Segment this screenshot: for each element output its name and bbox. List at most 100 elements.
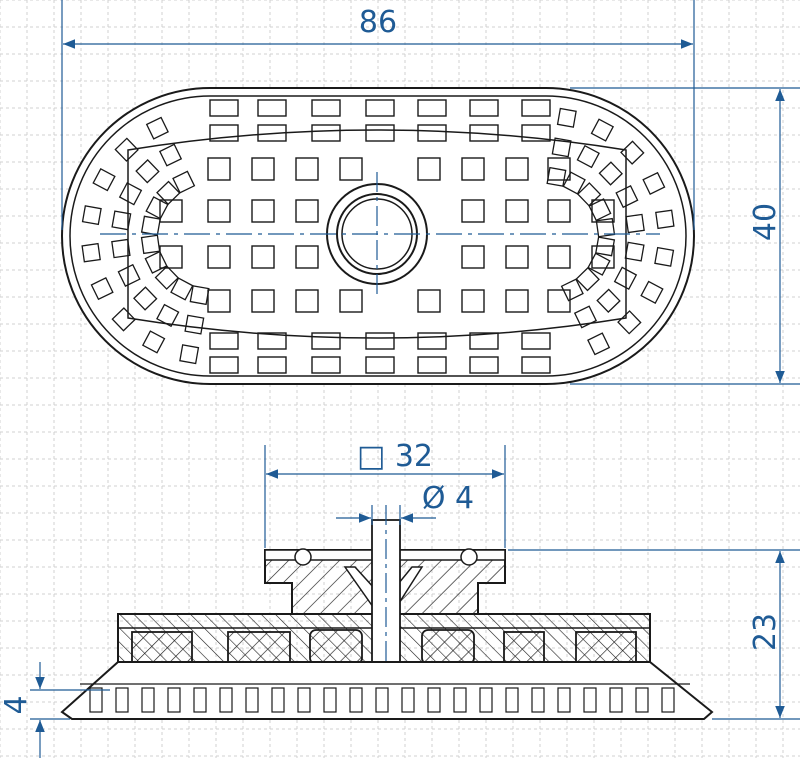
dimension-height-top: 40 [570, 87, 800, 385]
radial-cell [625, 213, 645, 234]
suction-cell [505, 289, 529, 313]
suction-cell [521, 332, 551, 350]
radial-cell [562, 171, 586, 195]
suction-cell [469, 332, 499, 350]
suction-cell [521, 356, 551, 374]
radial-cell [620, 140, 645, 165]
lip-cell [89, 687, 103, 713]
radial-cell [145, 196, 169, 220]
dimension-label-4: 4 [0, 695, 34, 714]
radial-cell [81, 242, 101, 263]
suction-cell [365, 356, 395, 374]
radial-cell [144, 250, 168, 274]
radial-cell [156, 180, 181, 206]
suction-cell [461, 245, 485, 269]
radial-cell [141, 330, 166, 354]
dimension-height-side: 23 [508, 549, 800, 720]
radial-cell [576, 144, 600, 169]
radial-cell [596, 288, 621, 313]
suction-cell [257, 124, 287, 142]
suction-cell [311, 356, 341, 374]
suction-cell [365, 99, 395, 117]
radial-cell [170, 277, 194, 301]
radial-cell [114, 137, 139, 162]
lip-cell [661, 687, 675, 713]
lip-cell [609, 687, 623, 713]
suction-cell [209, 356, 239, 374]
suction-cell [295, 289, 319, 313]
radial-cell [613, 266, 638, 290]
lip-cell [453, 687, 467, 713]
suction-cell [209, 99, 239, 117]
insert-5 [503, 631, 545, 665]
suction-cell [257, 99, 287, 117]
radial-cell [111, 238, 131, 259]
suction-cell [417, 157, 441, 181]
top-view [61, 87, 695, 385]
radial-cell [598, 161, 623, 186]
suction-cell [257, 356, 287, 374]
dimension-width-top: 86 [61, 0, 695, 230]
insert-3 [309, 629, 363, 665]
dimension-label-bore-4: Ø 4 [422, 481, 474, 516]
suction-cell [295, 157, 319, 181]
suction-cell [365, 124, 395, 142]
suction-cell [209, 332, 239, 350]
dimension-square: □ 32 [264, 439, 506, 548]
lip-cell [401, 687, 415, 713]
radial-cell [654, 246, 675, 267]
suction-cell [505, 199, 529, 223]
radial-cell [179, 344, 200, 365]
suction-cell [159, 199, 183, 223]
suction-cell [251, 289, 275, 313]
radial-cell [172, 170, 196, 194]
radial-cell [655, 209, 675, 230]
radial-cell [642, 171, 666, 195]
insert-2 [227, 631, 291, 665]
suction-cell [339, 289, 363, 313]
radial-cell [90, 277, 114, 301]
suction-cell [251, 245, 275, 269]
suction-cell [505, 245, 529, 269]
suction-cell [207, 157, 231, 181]
radial-cell [546, 166, 567, 187]
suction-lip [60, 661, 714, 720]
suction-pad-inner-outline [69, 95, 687, 377]
insert-4 [421, 629, 475, 665]
suction-cell [461, 289, 485, 313]
radial-cell [154, 265, 180, 290]
radial-cell [560, 278, 584, 302]
lip-cell [271, 687, 285, 713]
suction-cell [521, 124, 551, 142]
suction-cell [505, 157, 529, 181]
suction-cell [311, 124, 341, 142]
radial-cell [624, 241, 645, 262]
radial-cell [595, 236, 616, 257]
suction-cell [469, 124, 499, 142]
lip-cell [141, 687, 155, 713]
radial-cell [135, 159, 160, 184]
radial-cell [189, 285, 210, 306]
suction-cell [461, 157, 485, 181]
dimension-label-40: 40 [748, 203, 783, 241]
suction-cell [469, 356, 499, 374]
radial-cell [81, 205, 102, 226]
suction-cell [207, 289, 231, 313]
dimension-label-square-32: □ 32 [357, 439, 433, 474]
lip-cell [193, 687, 207, 713]
oring-right [460, 548, 478, 566]
suction-cell [417, 332, 447, 350]
radial-cell [111, 307, 136, 332]
radial-cell [575, 266, 600, 292]
lip-cell [531, 687, 545, 713]
radial-cell [617, 310, 642, 335]
suction-cell [295, 199, 319, 223]
radial-cell [111, 210, 132, 231]
radial-cell [588, 198, 612, 222]
lip-cell [427, 687, 441, 713]
suction-cell [461, 199, 485, 223]
suction-cell [257, 332, 287, 350]
radial-cell [595, 217, 616, 238]
lip-cell [479, 687, 493, 713]
radial-cell [615, 184, 639, 209]
